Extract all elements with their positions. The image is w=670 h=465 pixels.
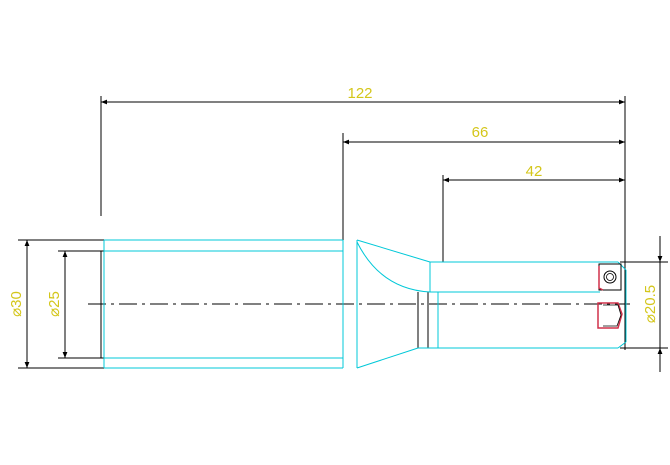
flute-curve (356, 241, 431, 293)
dim-label-d205: ⌀20.5 (642, 285, 659, 323)
dimension-lines (18, 96, 668, 372)
upper-insert (598, 263, 622, 291)
dim-label-42: 42 (526, 163, 543, 180)
tool-outline (103, 239, 627, 369)
tip-chamfer-top (617, 261, 627, 271)
dim-label-122: 122 (347, 85, 372, 102)
taper-top (356, 239, 431, 263)
upper-insert-screw-inner (606, 273, 614, 281)
dim-label-66: 66 (472, 124, 489, 141)
taper-bottom (356, 347, 419, 369)
lower-insert-body (597, 302, 623, 329)
lower-insert (597, 302, 623, 329)
upper-insert-edge (598, 266, 604, 291)
dim-label-d25: ⌀25 (46, 291, 63, 317)
upper-insert-body (598, 263, 622, 291)
lower-insert-edge (603, 304, 622, 327)
dimension-labels: 122 66 42 ⌀30 ⌀25 ⌀20.5 (8, 85, 659, 323)
upper-insert-screw-icon (603, 270, 617, 284)
dim-label-d30: ⌀30 (8, 291, 25, 317)
tip-chamfer-bottom (617, 341, 627, 349)
